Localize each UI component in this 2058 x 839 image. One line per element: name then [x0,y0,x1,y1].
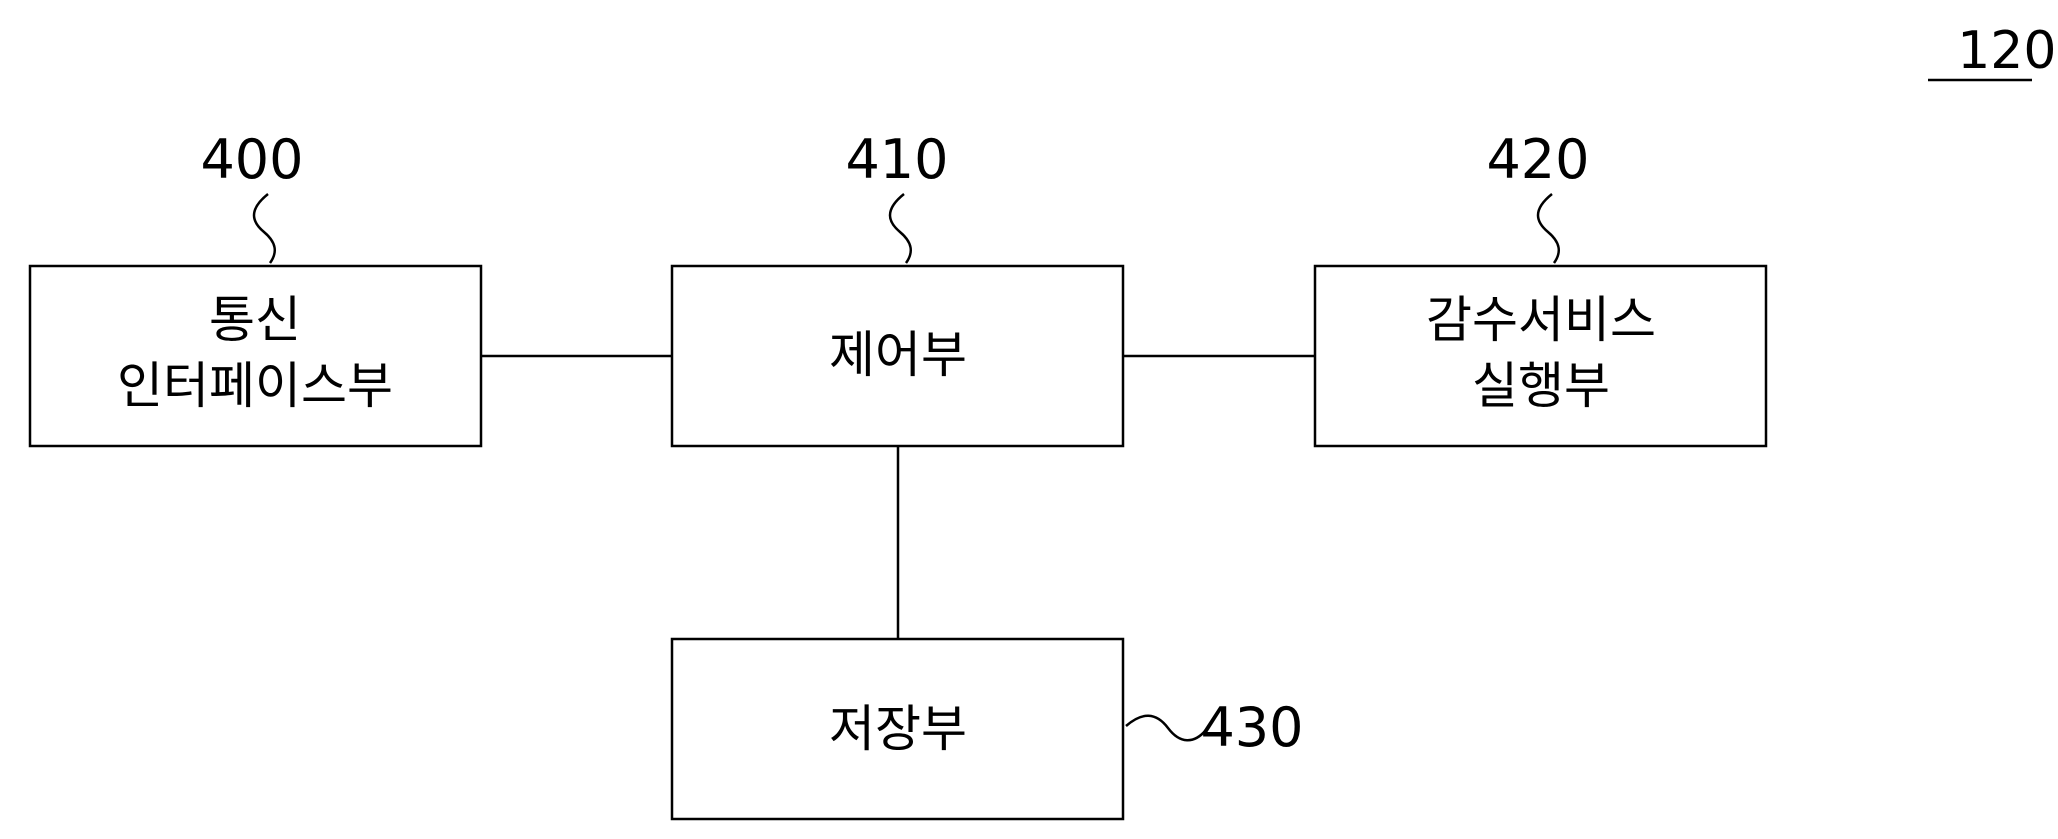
leader-line-430 [1125,714,1207,742]
block-label-line-1: 저장부 [829,700,967,758]
block-label-line-2: 인터페이스부 [117,357,393,415]
box-comm-interface [28,264,483,448]
box-storage [670,637,1125,821]
block-label-line-1: 통신 [209,291,301,349]
box-monitoring-service [1313,264,1768,448]
block-monitoring-service: 420 감수서비스 실행부 [1313,128,1768,448]
block-label-line-1: 감수서비스 [1426,291,1656,349]
block-storage: 저장부 430 [670,637,1304,821]
leader-line-420 [1536,193,1561,264]
ref-label-420: 420 [1486,128,1589,191]
block-comm-interface: 400 통신 인터페이스부 [28,128,483,448]
leader-line-400 [252,193,277,264]
figure-label: 120' [1957,21,2058,81]
box-control [670,264,1125,448]
ref-label-410: 410 [845,128,948,191]
block-control: 410 제어부 [670,128,1125,448]
ref-label-430: 430 [1200,696,1303,759]
ref-label-400: 400 [200,128,303,191]
block-label-line-1: 제어부 [829,326,967,384]
leader-line-410 [888,193,913,264]
block-label-line-2: 실행부 [1472,357,1610,415]
